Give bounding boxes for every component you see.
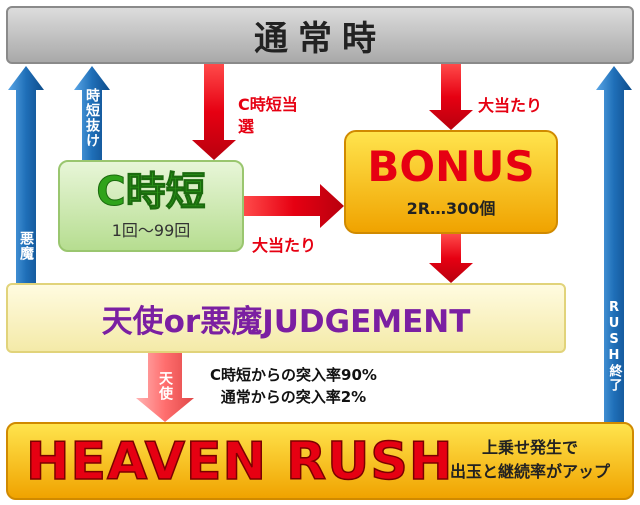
entry-rate-normal: 通常からの突入率2% [220, 388, 367, 406]
c-jitan-title: C時短 [96, 169, 206, 215]
arrow-jitan-nuke [74, 66, 110, 160]
bonus-box: BONUS 2R…300個 [344, 130, 558, 234]
normal-state-label: 通常時 [254, 18, 386, 59]
entry-rate-c-jitan: C時短からの突入率90% [210, 366, 377, 384]
edge-label-rush-end: RUSH終了 [606, 300, 622, 392]
bonus-sub: 2R…300個 [406, 199, 496, 219]
arrow-tenshi [136, 353, 194, 422]
edge-label-oo-atari-mid: 大当たり [252, 236, 317, 255]
judgement-box: 天使or悪魔JUDGEMENT [6, 283, 566, 353]
heaven-rush-desc: 上乗せ発生で 出玉と継続率がアップ [440, 436, 620, 484]
arrow-rush-end [596, 66, 632, 422]
heaven-rush-title: HEAVEN RUSH [25, 431, 454, 493]
edge-label-akuma: 悪魔 [18, 231, 34, 261]
heaven-rush-desc-line1: 上乗せ発生で [481, 438, 578, 457]
arrow-normal-bonus [429, 64, 473, 130]
arrow-cjitan-bonus [244, 184, 344, 228]
heaven-rush-box: HEAVEN RUSH 上乗せ発生で 出玉と継続率がアップ [6, 422, 634, 500]
normal-state-box: 通常時 [6, 6, 634, 64]
c-jitan-box: C時短 1回〜99回 [58, 160, 244, 252]
arrow-bonus-judgement [429, 234, 473, 283]
arrow-c-jitan-win [192, 64, 236, 160]
edge-label-jitan-nuke: 時短抜け [84, 88, 100, 148]
edge-label-oo-atari-top: 大当たり [478, 96, 543, 115]
heaven-rush-desc-line2: 出玉と継続率がアップ [449, 462, 610, 481]
edge-label-tenshi: 天使 [157, 371, 173, 401]
entry-rates: C時短からの突入率90% 通常からの突入率2% [210, 364, 377, 408]
bonus-title: BONUS [367, 141, 535, 191]
c-jitan-sub: 1回〜99回 [111, 221, 191, 240]
edge-label-c-jitan-win: C時短当選 [238, 95, 298, 136]
arrow-akuma [8, 66, 44, 283]
judgement-label: 天使or悪魔JUDGEMENT [101, 303, 471, 340]
